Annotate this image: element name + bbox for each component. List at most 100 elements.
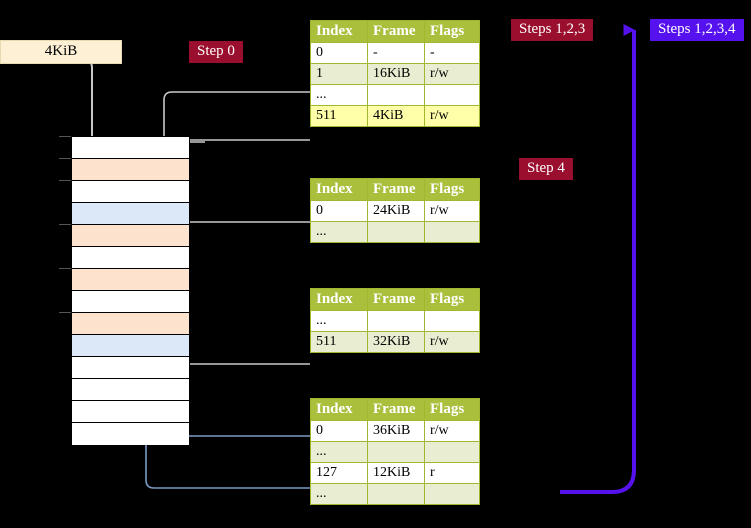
cell-flags [424, 221, 480, 243]
cell-flags: r/w [424, 63, 480, 85]
cell-frame: 4KiB [367, 105, 425, 127]
cell-flags: r/w [424, 105, 480, 127]
table-row: ... [310, 84, 480, 106]
cell-frame: 12KiB [367, 462, 425, 484]
column-header-flags: Flags [424, 178, 480, 201]
table-row: ... [310, 441, 480, 463]
cell-index: 0 [310, 200, 368, 222]
cell-flags: r/w [424, 331, 480, 353]
cell-index: ... [310, 221, 368, 243]
chip-step-4-label: Step 4 [527, 160, 565, 176]
memory-frame-row [72, 401, 189, 423]
memory-frame-row [72, 423, 189, 445]
cell-index: 511 [310, 105, 368, 127]
memory-frame-row [72, 357, 189, 379]
memory-tick [59, 312, 71, 313]
table-row: ... [310, 310, 480, 332]
memory-tick [59, 158, 71, 159]
memory-frame-row [72, 159, 189, 181]
cell-frame: 32KiB [367, 331, 425, 353]
chip-steps-1234-label: Steps 1,2,3,4 [658, 21, 736, 37]
table-row: ... [310, 221, 480, 243]
chip-steps-123-label: Steps 1,2,3 [519, 21, 586, 37]
cell-index: 127 [310, 462, 368, 484]
chip-step-0: Step 0 [189, 41, 243, 63]
cell-index: ... [310, 441, 368, 463]
cell-index: ... [310, 84, 368, 106]
memory-frame-row [72, 335, 189, 357]
table-row: ... [310, 483, 480, 505]
memory-frame-row [72, 291, 189, 313]
column-header-frame: Frame [367, 178, 425, 201]
chip-steps-123: Steps 1,2,3 [511, 19, 594, 41]
wire-steps-loop-arrow [560, 24, 636, 494]
cell-flags [424, 441, 480, 463]
column-header-index: Index [310, 288, 368, 311]
cell-frame: 24KiB [367, 200, 425, 222]
column-header-frame: Frame [367, 20, 425, 43]
cell-flags: r [424, 462, 480, 484]
column-header-flags: Flags [424, 398, 480, 421]
physical-memory-column [71, 136, 190, 445]
column-header-index: Index [310, 178, 368, 201]
cell-flags: r/w [424, 200, 480, 222]
cell-flags [424, 84, 480, 106]
column-header-flags: Flags [424, 20, 480, 43]
cell-index: ... [310, 310, 368, 332]
memory-tick [59, 180, 71, 181]
memory-frame-row [72, 203, 189, 225]
cell-flags: r/w [424, 420, 480, 442]
column-header-index: Index [310, 398, 368, 421]
memory-frame-row [72, 247, 189, 269]
memory-tick [59, 224, 71, 225]
memory-frame-row [72, 379, 189, 401]
cell-frame: 36KiB [367, 420, 425, 442]
cell-frame [367, 310, 425, 332]
size-box-label: 4KiB [44, 43, 78, 59]
cell-frame [367, 84, 425, 106]
column-header-index: Index [310, 20, 368, 43]
memory-tick [59, 136, 71, 137]
table-row: 0-- [310, 42, 480, 64]
cell-flags: - [424, 42, 480, 64]
column-header-frame: Frame [367, 398, 425, 421]
cell-frame [367, 483, 425, 505]
chip-step-0-label: Step 0 [197, 43, 235, 59]
cell-flags [424, 310, 480, 332]
cell-frame: - [367, 42, 425, 64]
memory-tick [59, 268, 71, 269]
wire-t2-in [181, 221, 310, 240]
memory-frame-row [72, 181, 189, 203]
cell-flags [424, 483, 480, 505]
cell-frame [367, 221, 425, 243]
chip-step-4: Step 4 [519, 158, 573, 180]
cell-index: 0 [310, 42, 368, 64]
memory-frame-row [72, 137, 189, 159]
chip-steps-1234: Steps 1,2,3,4 [650, 19, 744, 41]
cell-frame: 16KiB [367, 63, 425, 85]
memory-frame-row [72, 313, 189, 335]
cell-index: ... [310, 483, 368, 505]
memory-frame-row [72, 225, 189, 247]
size-box-4kib: 4KiB [0, 40, 122, 64]
wire-t3-in [176, 318, 310, 365]
cell-index: 0 [310, 420, 368, 442]
cell-index: 1 [310, 63, 368, 85]
cell-index: 511 [310, 331, 368, 353]
column-header-frame: Frame [367, 288, 425, 311]
cell-frame [367, 441, 425, 463]
memory-frame-row [72, 269, 189, 291]
